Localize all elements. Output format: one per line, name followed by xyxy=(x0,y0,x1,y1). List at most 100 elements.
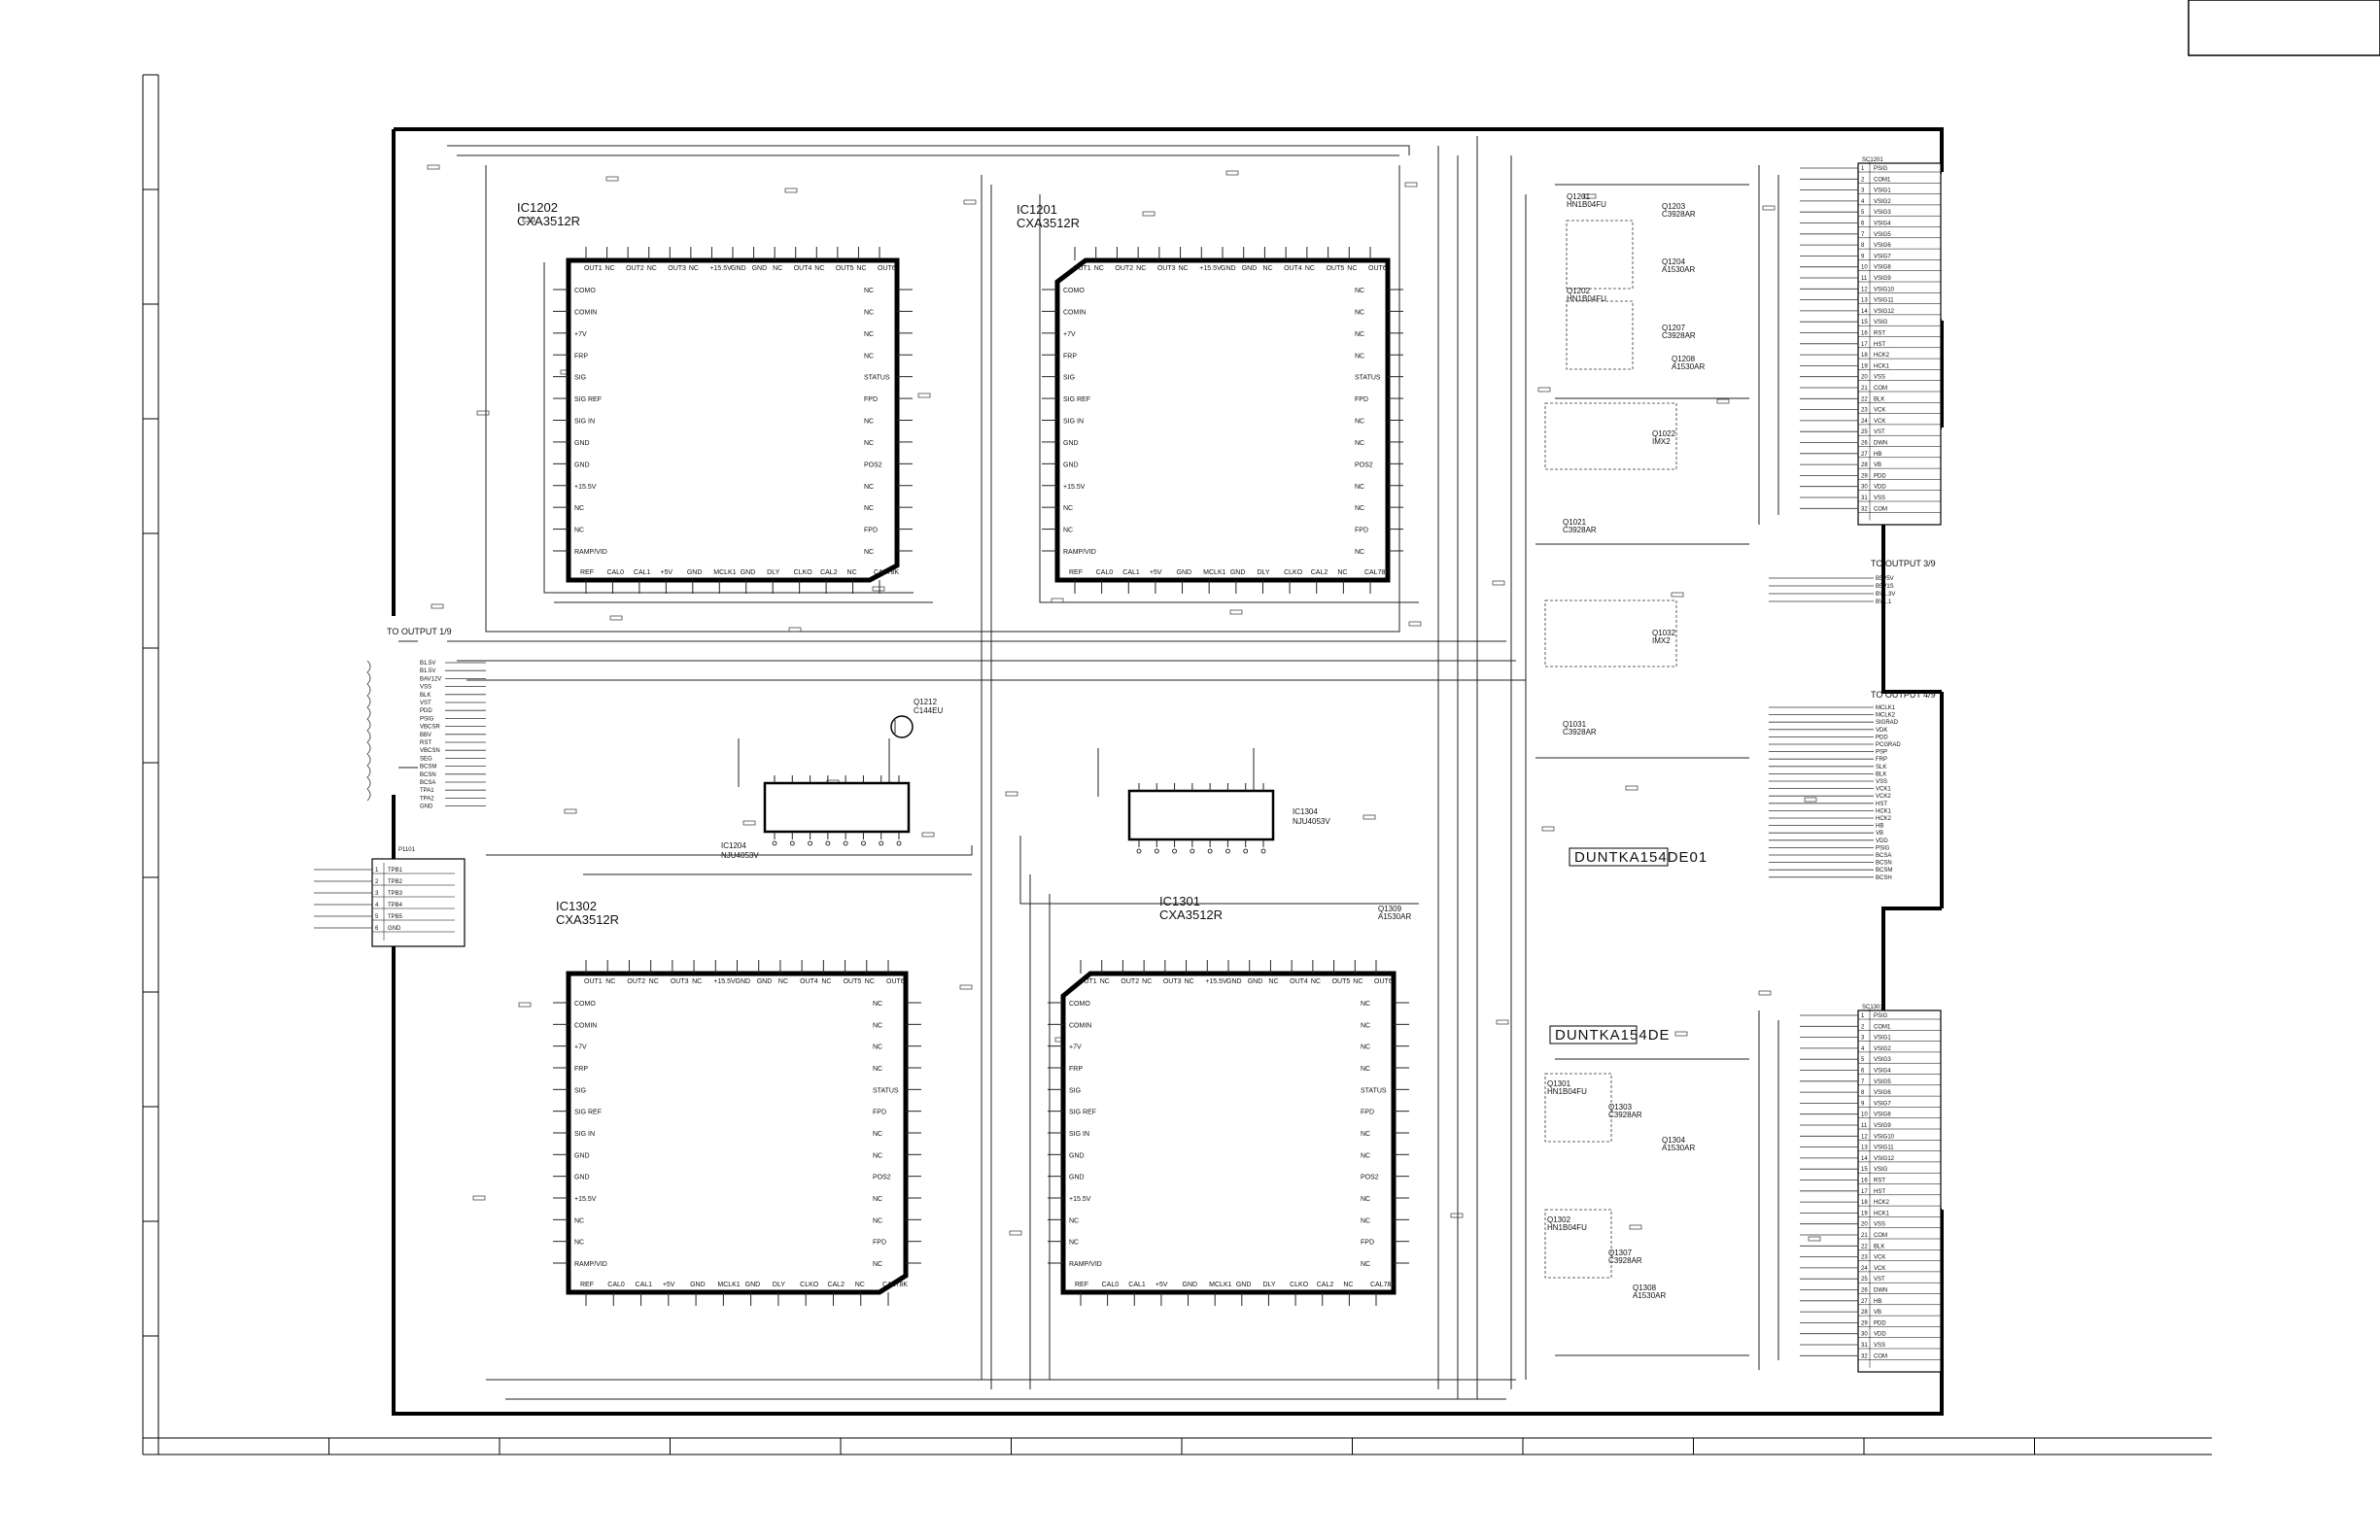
connector-pin-number: 9 xyxy=(1861,1101,1865,1107)
connector-pin-label: VSIG5 xyxy=(1874,1079,1891,1085)
connector-pin-label: HCK2 xyxy=(1874,1200,1890,1206)
connector-pin-label: VCK xyxy=(1874,419,1885,425)
ic-pin-label: DLY xyxy=(1262,1282,1275,1288)
ic-pin-label: GND xyxy=(1242,265,1258,272)
connector-pin-label: VSIG6 xyxy=(1874,243,1891,249)
connector-pin-label: BLK xyxy=(1874,1244,1884,1249)
ic-pin-label: GND xyxy=(1069,1152,1085,1159)
signal-label: B1.5V xyxy=(420,668,435,674)
connector-pin-number: 29 xyxy=(1861,473,1868,479)
ic-pin-label: POS2 xyxy=(1361,1175,1379,1181)
connector-pin-label: HCK1 xyxy=(1874,363,1890,369)
ic-pin-label: CAL2 xyxy=(1311,569,1328,576)
ic-pin-label: NC xyxy=(1069,1217,1079,1224)
ic-pin-label: NC xyxy=(1355,440,1364,447)
ic-pin-label: NC xyxy=(1361,1261,1370,1268)
connector-pin-label: VDD xyxy=(1874,1332,1886,1338)
connector-pin-number: 2 xyxy=(375,879,379,885)
duntka-box-1: DUNTKA154DE01 xyxy=(1569,847,1707,867)
svg-text:C144EU: C144EU xyxy=(914,706,943,715)
connector-pin-label: PSIG xyxy=(1874,1013,1888,1019)
svg-text:C3928AR: C3928AR xyxy=(1662,210,1696,219)
connector-pin-number: 15 xyxy=(1861,320,1868,325)
right-output-signals: MCLK1MCLK2SIGRADVDKPDDPCGRADPSPFRPSLKBLK… xyxy=(1769,705,1901,881)
ic-pin-label: REF xyxy=(1075,1282,1088,1288)
ic-pin-label: NC xyxy=(1361,1044,1370,1051)
connector-pin-label: GND xyxy=(388,926,401,932)
ic-pin-label: GND xyxy=(1236,1282,1252,1288)
ic-pin-label: CAL0 xyxy=(607,1282,625,1288)
connector-pin-number: 8 xyxy=(1861,1090,1865,1096)
connector-pin-label: COM xyxy=(1874,1233,1887,1239)
svg-text:IMX2: IMX2 xyxy=(1652,437,1671,446)
ic-pin-label: CAL0 xyxy=(606,569,624,576)
ic-pin-label: NC xyxy=(864,309,874,316)
ic-pin-label: SIG IN xyxy=(1063,419,1084,426)
connector-pin-label: VSS xyxy=(1874,375,1885,381)
ic-pin-label: GND xyxy=(736,978,751,985)
ic-pin-label: RAMP/VID xyxy=(1069,1261,1102,1268)
signal-label: VDD xyxy=(1876,838,1888,844)
signal-label: HST xyxy=(1876,802,1887,807)
ic-pin-label: +15.5V xyxy=(1069,1196,1091,1203)
svg-text:C3928AR: C3928AR xyxy=(1662,331,1696,340)
ic-pin-label: +5V xyxy=(663,1282,675,1288)
ic-pin-label: NC xyxy=(692,978,702,985)
connector-pin-number: 27 xyxy=(1861,1299,1868,1305)
connector-pin-label: VSIG12 xyxy=(1874,1156,1895,1162)
connector-pin-label: HST xyxy=(1874,342,1885,348)
connector-pin-number: 21 xyxy=(1861,386,1868,392)
ic-pin-label: NC xyxy=(1069,1240,1079,1247)
signal-label: PDD xyxy=(420,708,432,714)
ic-pin-label: FPD xyxy=(1361,1110,1374,1116)
ic-pin-label: +7V xyxy=(574,331,587,338)
ic-pin-label: GND xyxy=(741,569,756,576)
connector-pin-label: VSIG8 xyxy=(1874,1112,1891,1118)
ic-pin-label: CAL78K xyxy=(1370,1282,1396,1288)
connector-pin-label: PSIG xyxy=(1874,166,1888,172)
signal-label: SEG xyxy=(420,756,432,762)
ic-pin-label: GND xyxy=(731,265,746,272)
ic-pin-label: SIG REF xyxy=(1069,1110,1096,1116)
signal-label: BCSM xyxy=(1876,868,1892,873)
ic-pin-label: GND xyxy=(687,569,703,576)
connector-pin-number: 12 xyxy=(1861,287,1868,292)
connector-pin-number: 18 xyxy=(1861,353,1868,359)
svg-text:Q1032: Q1032 xyxy=(1652,629,1676,637)
connector-pin-label: VSIG10 xyxy=(1874,287,1895,292)
ic-pin-label: POS2 xyxy=(873,1175,891,1181)
ic-pin-label: NC xyxy=(1361,1196,1370,1203)
ic-pin-label: NC xyxy=(1361,1152,1370,1159)
ic-pin-label: +7V xyxy=(1069,1044,1082,1051)
connector-pin-label: VSIG xyxy=(1874,1167,1888,1173)
signal-label: B5V1S xyxy=(1876,584,1894,590)
wiring xyxy=(398,136,1821,1400)
connector-pin-number: 20 xyxy=(1861,375,1868,381)
ic-pin-label: CAL78K xyxy=(1364,569,1390,576)
svg-text:P1101: P1101 xyxy=(398,847,416,853)
ic-pin-label: NC xyxy=(873,1152,882,1159)
connector-pin-number: 31 xyxy=(1861,1343,1868,1349)
connector-pin-number: 16 xyxy=(1861,1179,1868,1184)
ic-pin-label: NC xyxy=(1355,288,1364,294)
ic-pin-label: NC xyxy=(778,978,788,985)
connector-pin-number: 5 xyxy=(1861,210,1865,216)
svg-text:IMX2: IMX2 xyxy=(1652,636,1671,645)
ic-pin-label: NC xyxy=(1063,528,1073,534)
svg-text:Q1021: Q1021 xyxy=(1563,518,1587,527)
connector-pin-label: VSIG2 xyxy=(1874,1046,1891,1052)
ic-pin-label: GND xyxy=(574,1175,590,1181)
signal-label: HCK1 xyxy=(1876,808,1892,814)
svg-text:Q1212: Q1212 xyxy=(914,698,938,706)
connector-pin-number: 2 xyxy=(1861,1024,1865,1030)
ic-pin-label: OUT5 xyxy=(1332,978,1351,985)
ic1201-ref: IC1201 xyxy=(1017,202,1057,217)
ic-pin-label: FRP xyxy=(574,1066,588,1073)
ic-pin-label: NC xyxy=(873,1131,882,1138)
connector-pin-label: VSIG11 xyxy=(1874,1146,1894,1151)
ic-pin-label: +5V xyxy=(1150,569,1162,576)
connector-pin-number: 6 xyxy=(1861,222,1865,227)
